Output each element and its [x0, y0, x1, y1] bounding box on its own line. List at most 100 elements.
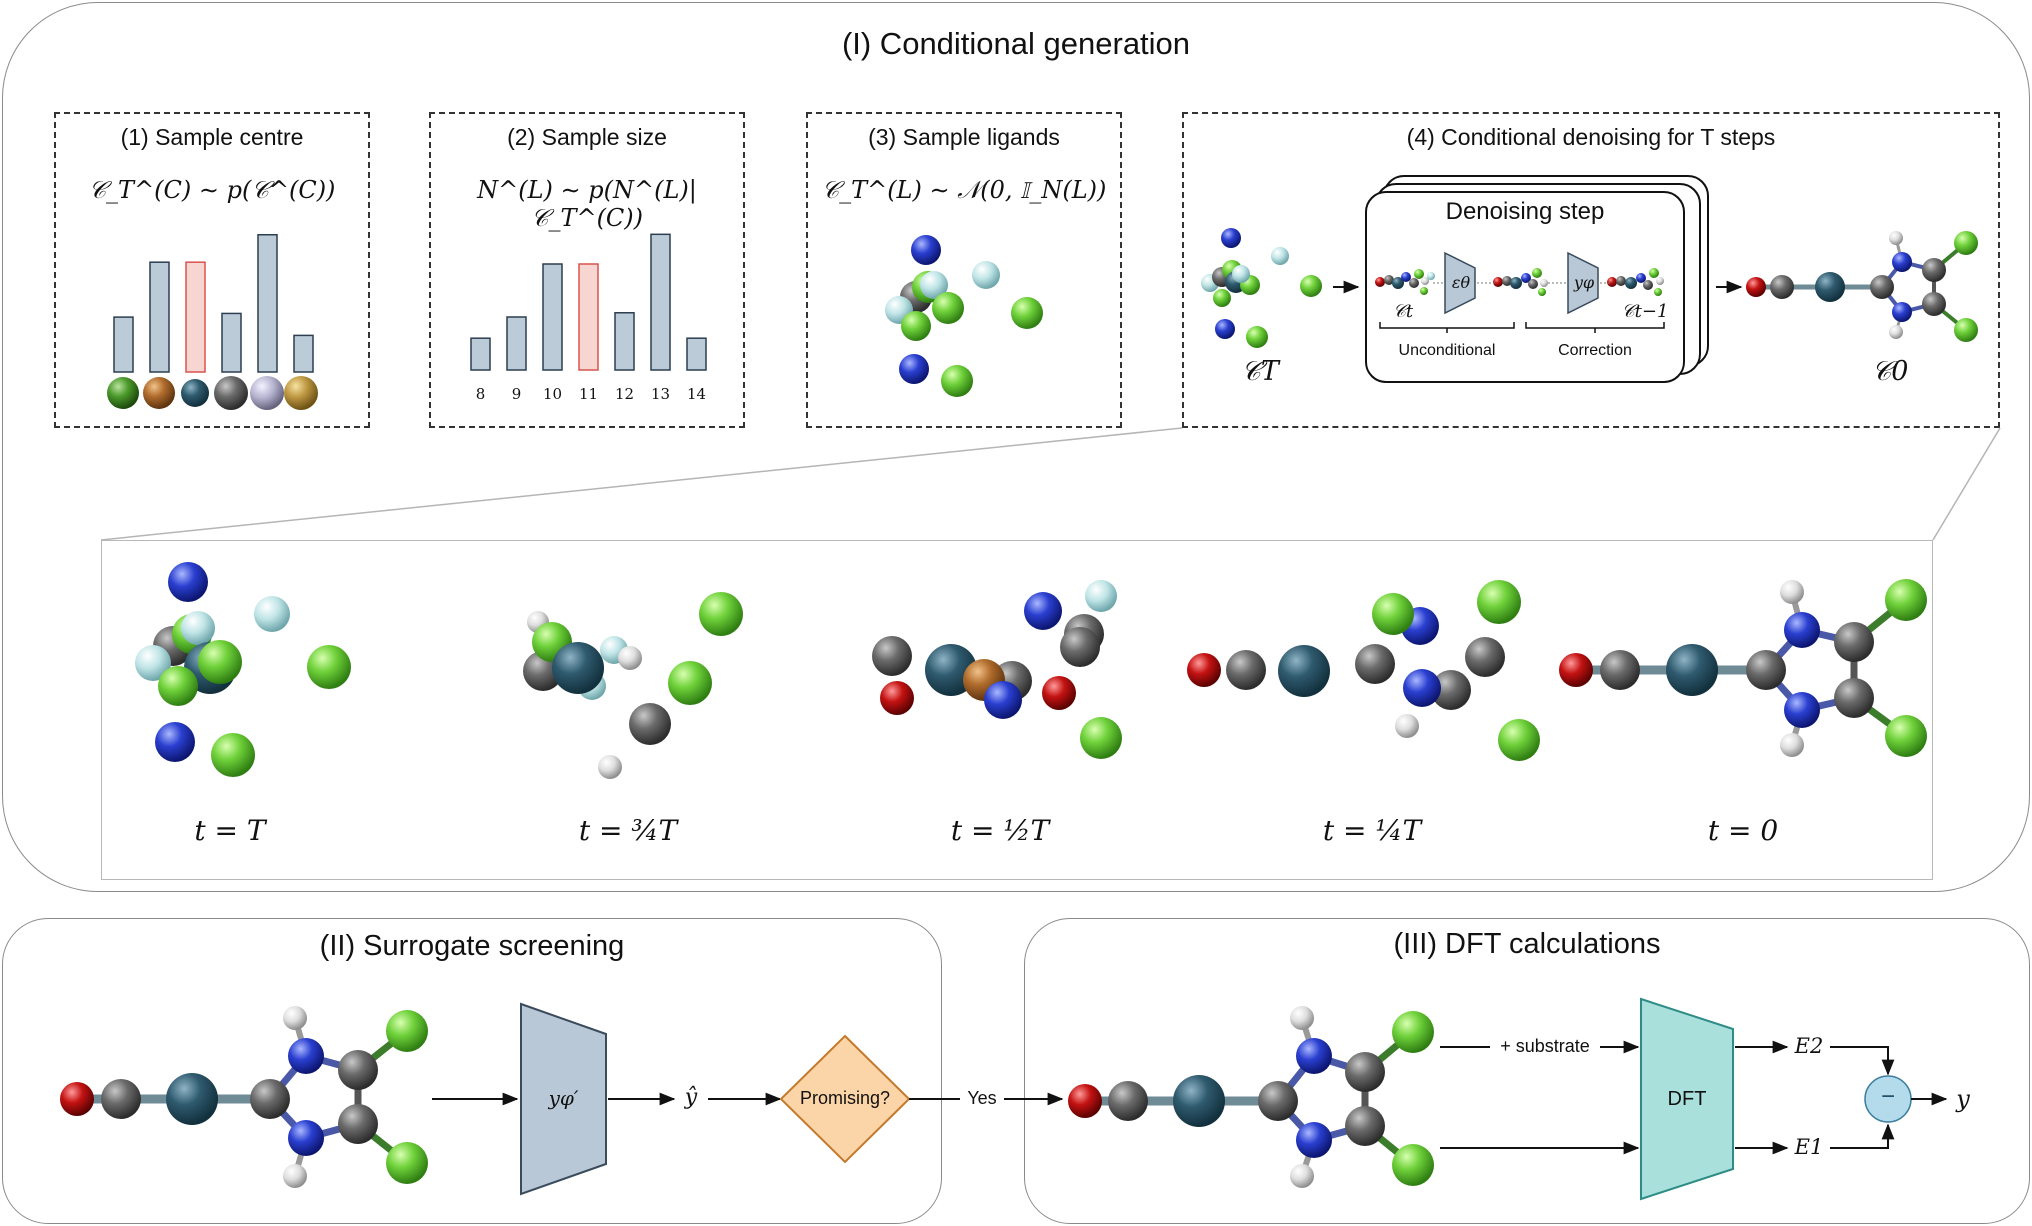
e1-label: E1	[1794, 1135, 1824, 1159]
screened-complex	[60, 1006, 428, 1188]
timeline-label-quarter: t = ¼T	[1322, 814, 1422, 847]
correction-label: Correction	[1558, 342, 1632, 359]
green-metal-sphere	[107, 377, 139, 409]
lavender-metal-sphere	[250, 376, 284, 410]
carbon-sphere	[1834, 678, 1874, 718]
centre-element-spheres	[107, 376, 318, 410]
bar-8	[470, 337, 491, 371]
mini-molecule-output	[1607, 268, 1664, 296]
bar-gold metal	[293, 334, 314, 373]
nitrogen-sphere	[899, 354, 929, 384]
carbon-sphere	[250, 1079, 290, 1119]
zoom-line-right	[1932, 427, 2001, 541]
chlorine-sphere	[1885, 579, 1927, 621]
hydrogen-sphere	[135, 645, 171, 681]
chlorine-sphere	[901, 311, 931, 341]
metal-sphere	[1278, 645, 1330, 697]
mini-molecule-input	[1375, 269, 1435, 295]
carbon-sphere	[1746, 650, 1786, 690]
chlorine-sphere	[668, 661, 712, 705]
metal-sphere	[166, 1073, 218, 1125]
e2-label: E2	[1794, 1034, 1824, 1058]
carbon-sphere	[1465, 637, 1505, 677]
hydrogen-sphere	[1780, 580, 1804, 604]
chlorine-sphere	[1498, 719, 1540, 761]
nitrogen-sphere	[911, 235, 941, 265]
carbon-sphere	[1345, 1106, 1385, 1146]
chlorine-sphere	[1372, 593, 1414, 635]
timeline-label-0: t = 0	[1707, 814, 1779, 847]
size-tick-label: 14	[686, 385, 707, 403]
carbon-sphere	[1355, 644, 1395, 684]
carbon-sphere	[1600, 650, 1640, 690]
y-phi-label: yφ	[1573, 273, 1595, 292]
nitrogen-sphere	[1296, 1038, 1332, 1074]
carbon-sphere	[1870, 275, 1894, 299]
epsilon-theta-label: εθ	[1451, 273, 1471, 292]
gold-metal-sphere	[284, 376, 318, 410]
carbon-sphere	[1431, 670, 1471, 710]
conditional-generation-title: (I) Conditional generation	[841, 26, 1191, 61]
carbon-sphere	[1345, 1052, 1385, 1092]
hydrogen-sphere	[1232, 265, 1250, 283]
chlorine-sphere	[941, 365, 973, 397]
hydrogen-sphere	[920, 271, 948, 299]
sample-centre-formula: 𝒞_T^(C) ∼ p(𝒞^(C))	[88, 176, 336, 204]
bar-green metal	[113, 316, 134, 373]
teal-metal-sphere	[181, 379, 209, 407]
carbon-sphere	[338, 1104, 378, 1144]
bar-9	[506, 316, 527, 371]
surrogate-model-trapezoid	[520, 1002, 607, 1196]
chlorine-sphere	[1392, 1011, 1434, 1053]
e2-to-minus	[1830, 1046, 1895, 1076]
state-t-T	[135, 562, 351, 777]
chlorine-sphere	[211, 733, 255, 777]
nitrogen-sphere	[1784, 612, 1820, 648]
oxygen-sphere	[1187, 653, 1221, 687]
size-tick-label: 12	[614, 385, 635, 403]
hydrogen-sphere	[283, 1164, 307, 1188]
c-t-minus-1-label: 𝒞t−1	[1621, 301, 1669, 322]
prediction-label: ŷ	[684, 1085, 698, 1110]
hydrogen-sphere	[1889, 325, 1903, 339]
carbon-sphere	[1770, 275, 1794, 299]
sample-size-formula: N^(L) ∼ p(N^(L)|𝒞_T^(C))	[477, 176, 697, 232]
nitrogen-sphere	[1892, 302, 1912, 322]
chlorine-sphere	[307, 645, 351, 689]
carbon-sphere	[629, 703, 671, 745]
bar-10	[542, 263, 563, 371]
regressor-trapezoid	[1567, 251, 1599, 315]
nitrogen-sphere	[1296, 1122, 1332, 1158]
size-tick-label: 11	[578, 385, 599, 403]
size-tick-label: 10	[542, 385, 563, 403]
nitrogen-sphere	[155, 722, 195, 762]
metal-sphere	[552, 642, 604, 694]
dft-complex	[1068, 1006, 1434, 1188]
c-t-label: 𝒞t	[1392, 301, 1414, 322]
oxygen-sphere	[1559, 653, 1593, 687]
denoising-step-title: Denoising step	[1445, 198, 1605, 225]
surrogate-model-label: yφ′	[548, 1086, 579, 1110]
state-t-3quarter	[523, 592, 743, 779]
size-tick-label: 8	[475, 385, 486, 403]
hydrogen-sphere	[1290, 1164, 1314, 1188]
carbon-sphere	[1258, 1081, 1298, 1121]
oxygen-sphere	[60, 1082, 94, 1116]
bar-13	[650, 233, 671, 371]
nitrogen-sphere	[1403, 669, 1441, 707]
hydrogen-sphere	[1085, 580, 1117, 612]
bar-teal metal	[185, 261, 206, 373]
grey-metal-sphere	[214, 376, 248, 410]
substrate-label: + substrate	[1490, 1036, 1600, 1057]
mini-molecule-middle	[1493, 268, 1548, 296]
zoom-line-left	[100, 427, 1183, 541]
hydrogen-sphere	[254, 596, 290, 632]
decision-diamond	[779, 1034, 911, 1164]
final-complex-small	[1746, 231, 1978, 342]
surrogate-screening-panel	[2, 918, 942, 1224]
hydrogen-sphere	[1889, 231, 1903, 245]
oxygen-sphere	[880, 681, 914, 715]
c-0-label: 𝒞0	[1871, 356, 1909, 387]
bar-11	[578, 263, 599, 371]
